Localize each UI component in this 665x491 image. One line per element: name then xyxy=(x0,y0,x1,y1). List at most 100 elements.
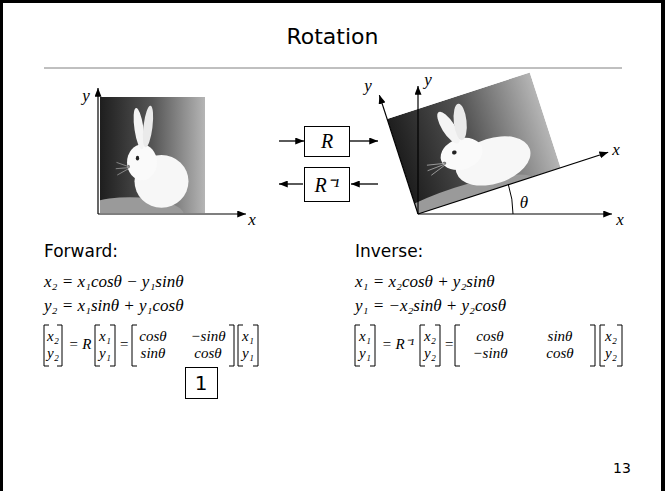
x-axis xyxy=(418,213,612,214)
axis-label: y xyxy=(424,70,432,90)
bunny-photo xyxy=(76,97,205,233)
axis-label: x xyxy=(612,140,620,160)
axis-label: y xyxy=(364,76,372,96)
y-axis xyxy=(417,86,418,214)
matrix-cell: x₂ xyxy=(47,328,59,344)
axis-label: x xyxy=(612,140,620,159)
matrix-cell: cosθ xyxy=(546,345,573,362)
equation: x₂ = x₁cosθ − y₁sinθ xyxy=(44,272,184,292)
matrix-bracket xyxy=(617,325,622,366)
matrix-cell: x₂ xyxy=(605,328,617,344)
axis-label: x xyxy=(248,210,256,230)
matrix-cell: y₂ xyxy=(47,345,59,361)
section-heading: Inverse: xyxy=(355,242,423,262)
slide-frame xyxy=(0,0,3,491)
matrix-cell: x₁ xyxy=(242,328,254,344)
matrix-cell: cosθ xyxy=(194,345,221,361)
matrix-cell: cosθ xyxy=(476,328,503,344)
matrix-operator: = xyxy=(119,336,129,352)
section-heading: Forward: xyxy=(44,241,118,261)
slide-frame xyxy=(0,0,665,3)
title-rule xyxy=(44,68,622,69)
angle-arc xyxy=(508,185,513,214)
matrix-cell: y₁ xyxy=(242,345,254,362)
input-arrow xyxy=(279,140,304,141)
matrix-operator: = R⁻¹ xyxy=(382,336,415,352)
matrix-cell: y₁ xyxy=(99,345,111,362)
matrix-cell: y₂ xyxy=(424,345,436,362)
rotated-x-axis xyxy=(418,152,608,214)
callout-number: 1 xyxy=(195,371,208,395)
equation: x₁ = x₂cosθ + y₂sinθ xyxy=(355,272,495,292)
matrix-cell: y₂ xyxy=(605,345,617,362)
matrix-cell: y₁ xyxy=(99,345,111,361)
rotated-frame xyxy=(347,33,614,241)
y-axis xyxy=(97,88,98,214)
matrix-cell: sinθ xyxy=(548,328,573,344)
axis-label: y xyxy=(82,86,90,106)
angle-label: θ xyxy=(520,193,528,212)
matrix-cell: −sinθ xyxy=(473,345,508,362)
matrix-operator: = xyxy=(119,336,129,353)
matrix-bracket xyxy=(132,325,137,366)
axis-label: y xyxy=(82,86,90,105)
axis-label: x xyxy=(616,210,624,230)
matrix-bracket xyxy=(229,325,234,366)
operator-box: R xyxy=(321,130,333,153)
page-number: 13 xyxy=(613,460,631,476)
matrix-operator: = xyxy=(444,336,454,353)
section-heading: Inverse: xyxy=(355,241,423,261)
equation: x₂ = x₁cosθ − y₁sinθ xyxy=(44,272,184,291)
matrix-cell: x₁ xyxy=(359,328,371,344)
matrix-cell: y₂ xyxy=(424,345,436,361)
equation: x₁ = x₂cosθ + y₂sinθ xyxy=(355,272,495,291)
callout-number: 1 xyxy=(185,367,218,399)
section-heading: Forward: xyxy=(44,242,118,262)
matrix-cell: y₁ xyxy=(359,345,371,362)
matrix-bracket xyxy=(590,325,595,366)
axis-label: x xyxy=(616,210,624,229)
slide-frame xyxy=(661,0,665,491)
matrix-cell: sinθ xyxy=(141,345,166,361)
matrix-cell: −sinθ xyxy=(191,328,226,344)
matrix-cell: −sinθ xyxy=(191,328,226,345)
equation: y₁ = −x₂sinθ + y₂cosθ xyxy=(355,296,506,316)
matrix-bracket xyxy=(455,325,460,366)
matrix-operator: = R⁻¹ xyxy=(382,336,415,353)
matrix-cell: y₂ xyxy=(605,345,617,361)
equation: y₁ = −x₂sinθ + y₂cosθ xyxy=(355,296,506,315)
operator-box: R⁻¹ xyxy=(304,167,350,202)
matrix-cell: x₂ xyxy=(605,328,617,345)
slide-title: Rotation xyxy=(0,24,665,49)
matrix-cell: y₂ xyxy=(47,345,59,362)
output-arrow xyxy=(350,140,378,141)
matrix-cell: cosθ xyxy=(194,345,221,362)
slide-title: Rotation xyxy=(286,24,378,49)
equation: y₂ = x₁sinθ + y₁cosθ xyxy=(44,296,184,315)
matrix-cell: x₁ xyxy=(359,328,371,345)
matrix-cell: cosθ xyxy=(546,345,573,361)
matrix-cell: −sinθ xyxy=(473,345,508,361)
angle-label: θ xyxy=(520,193,528,213)
rotated-bunny-photo xyxy=(354,73,566,241)
axis-label: x xyxy=(248,210,256,229)
matrix-cell: x₂ xyxy=(424,328,436,345)
matrix-cell: x₂ xyxy=(47,328,59,345)
output-arrow xyxy=(279,183,303,184)
matrix-bracket xyxy=(600,325,605,366)
operator-box: R⁻¹ xyxy=(314,171,339,198)
matrix-operator: = R xyxy=(68,336,91,353)
matrix-cell: x₁ xyxy=(99,328,111,344)
matrix-operator: = R xyxy=(68,336,91,352)
matrix-cell: cosθ xyxy=(139,328,166,345)
matrix-cell: cosθ xyxy=(476,328,503,345)
x-axis xyxy=(98,213,246,214)
matrix-cell: x₁ xyxy=(242,328,254,345)
matrix-operator: = xyxy=(444,336,454,352)
matrix-cell: y₁ xyxy=(359,345,371,361)
axis-label: y xyxy=(364,76,372,95)
rotated-y-axis xyxy=(379,95,418,214)
matrix-cell: y₁ xyxy=(242,345,254,361)
matrix-brackets xyxy=(44,325,622,366)
